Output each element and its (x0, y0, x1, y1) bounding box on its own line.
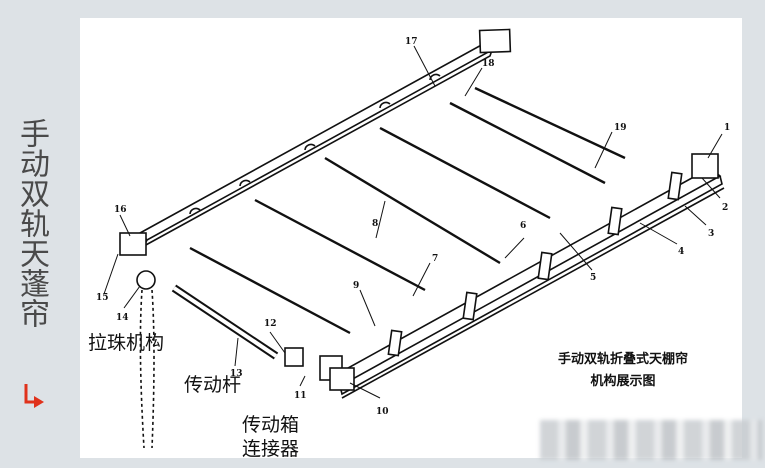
callout-13: 13 (230, 369, 243, 379)
callout-4: 4 (678, 247, 684, 257)
callout-9: 9 (353, 281, 359, 291)
caption-line-1: 手动双轨折叠式天棚帘 (557, 352, 688, 367)
callout-8: 8 (372, 219, 378, 229)
callout-12: 12 (264, 319, 277, 329)
callout-2: 2 (722, 203, 728, 213)
diagram-canvas: 1 2 3 4 5 6 7 8 9 10 11 12 13 14 15 16 1… (80, 18, 742, 460)
callout-numbers: 1 2 3 4 5 6 7 8 9 10 11 12 13 14 15 16 1… (96, 37, 730, 417)
label-drive-rod: 传动杆 (184, 374, 242, 396)
callout-5: 5 (590, 273, 596, 283)
label-gearbox: 传动箱 (242, 414, 300, 436)
side-panel: 手动双轨天蓬帘 (0, 0, 78, 468)
callout-14: 14 (116, 313, 129, 323)
callout-6: 6 (520, 221, 526, 231)
red-arrow-icon (24, 384, 44, 408)
callout-18: 18 (482, 59, 495, 69)
left-end-block (119, 232, 156, 449)
drive-rod (171, 284, 343, 381)
callout-10: 10 (376, 407, 389, 417)
blurred-watermark (540, 420, 762, 460)
callout-17: 17 (405, 37, 418, 47)
callout-15: 15 (96, 293, 109, 303)
mechanism-drawing: 1 2 3 4 5 6 7 8 9 10 11 12 13 14 15 16 1… (96, 28, 730, 449)
label-bead-mechanism: 拉珠机构 (88, 332, 165, 354)
callout-1: 1 (724, 123, 730, 133)
callout-11: 11 (294, 391, 307, 401)
label-connector: 连接器 (242, 438, 300, 460)
caption-line-2: 机构展示图 (590, 374, 656, 389)
callout-3: 3 (708, 229, 714, 239)
cross-rods (189, 86, 626, 335)
vertical-title: 手动双轨天蓬帘 (14, 118, 49, 328)
callout-16: 16 (114, 205, 127, 215)
leader-lines (103, 45, 723, 399)
front-end-block (329, 367, 355, 391)
back-rail (138, 28, 512, 247)
callout-7: 7 (432, 254, 438, 264)
callout-19: 19 (614, 123, 627, 133)
